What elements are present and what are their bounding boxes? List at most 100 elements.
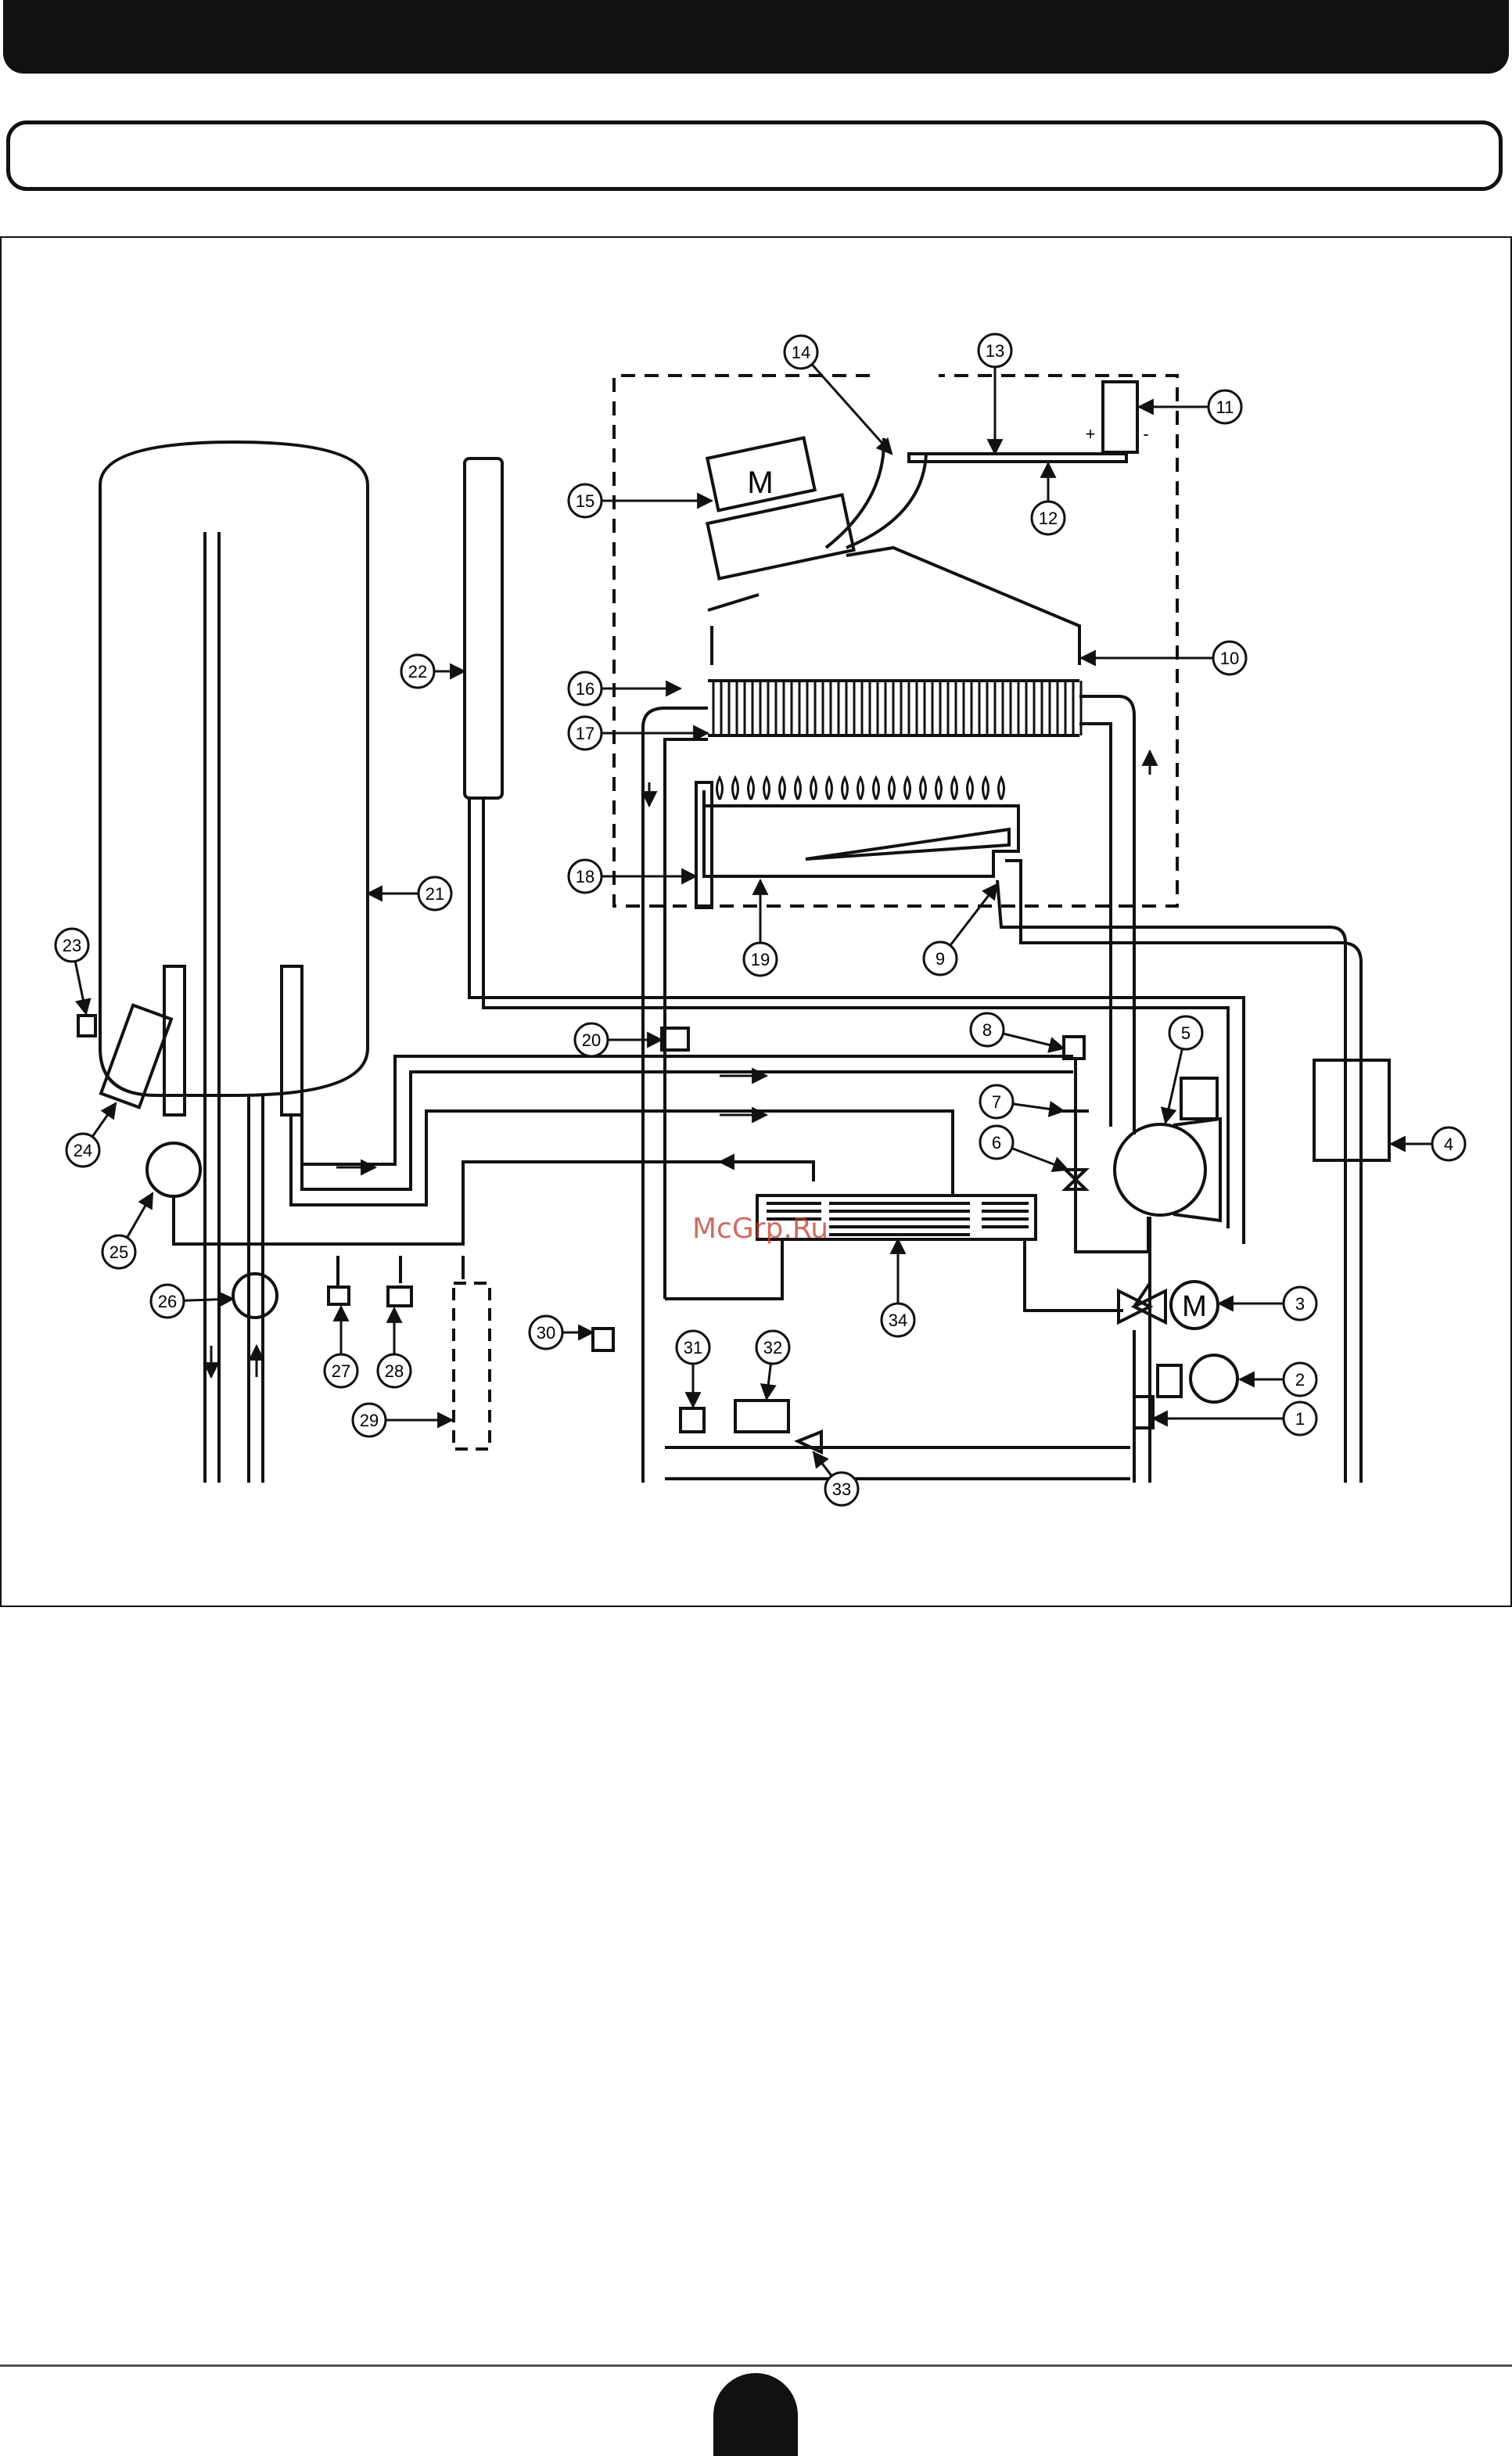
pump-volute	[1173, 1119, 1220, 1221]
flame	[968, 778, 973, 800]
minus-symbol: -	[1143, 424, 1148, 444]
callout-label-6: 6	[992, 1133, 1001, 1152]
callout-label-21: 21	[426, 884, 444, 904]
callout-label-23: 23	[63, 936, 81, 955]
callout-label-11: 11	[1216, 397, 1234, 417]
callout-leader-33	[813, 1452, 831, 1476]
callout-label-24: 24	[74, 1141, 92, 1160]
pressure-switch-11	[1103, 382, 1137, 452]
callout-label-1: 1	[1295, 1409, 1305, 1429]
flow-pipe-left-outer	[643, 708, 708, 1483]
callout-label-16: 16	[576, 679, 594, 699]
tank-probe-left	[164, 966, 185, 1115]
callout-label-19: 19	[751, 950, 770, 969]
flame	[999, 778, 1004, 800]
flame	[858, 778, 864, 800]
callout-label-5: 5	[1181, 1023, 1191, 1043]
flame	[749, 778, 754, 800]
flame	[842, 778, 848, 800]
return-pipe-right-outer	[1079, 696, 1134, 1135]
callout-leader-9	[950, 884, 997, 945]
callout-label-30: 30	[537, 1323, 555, 1343]
flue-hood	[708, 548, 1079, 665]
plus-symbol: +	[1086, 424, 1096, 444]
exchanger-outlet-pipe	[665, 1239, 1123, 1311]
callout-label-14: 14	[792, 343, 810, 362]
drain-valve-27	[329, 1287, 349, 1304]
callout-label-34: 34	[889, 1311, 907, 1330]
boiler-pump	[1115, 1124, 1205, 1215]
callout-label-7: 7	[992, 1092, 1001, 1112]
callout-label-28: 28	[385, 1361, 404, 1381]
callout-leader-23	[75, 962, 86, 1014]
callout-label-33: 33	[832, 1480, 851, 1499]
callout-label-32: 32	[763, 1338, 782, 1357]
flow-switch	[233, 1274, 277, 1318]
fill-valve-31	[681, 1408, 704, 1432]
sanitary-expansion-vessel	[465, 458, 502, 798]
callout-label-13: 13	[986, 341, 1004, 361]
callout-label-9: 9	[936, 949, 945, 969]
callout-leader-14	[813, 365, 892, 454]
valve-to-pump	[1134, 1217, 1150, 1483]
callout-label-10: 10	[1220, 649, 1239, 668]
flame	[952, 778, 957, 800]
flame	[780, 778, 785, 800]
callout-group: 1234567891011121314151617181920212223242…	[56, 334, 1465, 1505]
sanitary-pump	[147, 1143, 200, 1196]
callout-label-22: 22	[408, 662, 427, 681]
flame	[905, 778, 910, 800]
burner-flames	[717, 778, 1004, 800]
safety-valve-28	[388, 1287, 411, 1306]
watermark: McGrp.Ru	[692, 1213, 828, 1245]
pump-air-vent	[1181, 1078, 1217, 1119]
bottom-manifold	[665, 1447, 1130, 1479]
callout-label-4: 4	[1444, 1135, 1453, 1154]
callout-leader-24	[93, 1103, 116, 1136]
callout-label-26: 26	[158, 1292, 177, 1311]
footer-rule	[0, 2364, 1512, 2367]
storage-tank	[100, 442, 368, 1095]
analysis-probe-12	[909, 454, 1126, 462]
callout-label-31: 31	[684, 1338, 702, 1357]
flame	[921, 778, 926, 800]
burner-body	[704, 790, 1018, 876]
flame	[889, 778, 895, 800]
callout-label-15: 15	[576, 491, 594, 511]
callout-label-2: 2	[1295, 1370, 1305, 1390]
callout-label-18: 18	[576, 867, 594, 886]
fan-motor-symbol: M	[747, 466, 773, 500]
callout-leader-26	[185, 1299, 233, 1300]
heating-expansion-vessel	[1314, 1060, 1389, 1160]
flame	[764, 778, 770, 800]
drain-branch	[338, 1256, 463, 1287]
callout-leader-7	[1014, 1104, 1064, 1111]
callout-label-25: 25	[110, 1242, 128, 1262]
dashed-vessel-29	[454, 1283, 490, 1449]
callout-leader-25	[127, 1193, 153, 1237]
return-pipe-right-inner	[1079, 724, 1111, 1127]
tank-flow-pipe-b	[302, 1072, 1073, 1189]
callout-leader-32	[767, 1365, 770, 1399]
valve-motor-symbol: M	[1182, 1290, 1207, 1323]
callout-label-12: 12	[1039, 509, 1058, 528]
flame	[796, 778, 801, 800]
burner-manifold	[806, 829, 1009, 859]
drain-cock-33	[798, 1432, 821, 1452]
flame	[983, 778, 989, 800]
flame	[717, 778, 723, 800]
water-pressure-switch-32	[735, 1401, 788, 1432]
callout-label-17: 17	[576, 724, 594, 743]
callout-label-20: 20	[582, 1030, 601, 1050]
flame	[827, 778, 832, 800]
callout-leader-8	[1004, 1034, 1064, 1048]
callout-label-29: 29	[360, 1411, 379, 1430]
tank-cold-pipe	[205, 532, 219, 1483]
callout-leader-6	[1013, 1149, 1068, 1170]
callout-label-27: 27	[332, 1361, 350, 1381]
callout-label-8: 8	[982, 1020, 992, 1040]
tank-hot-pipe	[249, 1095, 263, 1483]
flame	[811, 778, 817, 800]
gauge-fitting	[1158, 1365, 1181, 1397]
